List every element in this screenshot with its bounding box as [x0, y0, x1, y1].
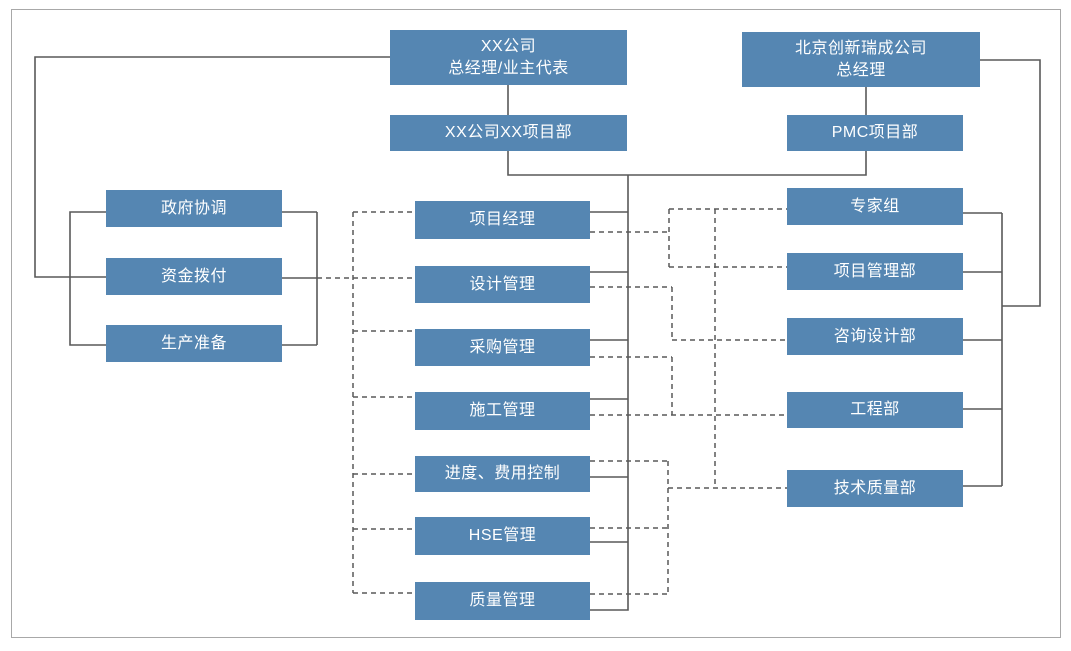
node-pmc-company-gm: 北京创新瑞成公司 总经理: [742, 32, 980, 87]
node-pmc-project-dept: PMC项目部: [787, 115, 963, 151]
node-procurement-mgmt: 采购管理: [415, 329, 590, 366]
node-expert-group: 专家组: [787, 188, 963, 225]
node-schedule-cost-control: 进度、费用控制: [415, 456, 590, 492]
node-gov-coordination: 政府协调: [106, 190, 282, 227]
node-owner-gm: XX公司 总经理/业主代表: [390, 30, 627, 85]
node-hse-mgmt: HSE管理: [415, 517, 590, 555]
node-design-mgmt: 设计管理: [415, 266, 590, 303]
node-project-manager: 项目经理: [415, 201, 590, 239]
node-owner-project-dept: XX公司XX项目部: [390, 115, 627, 151]
node-engineering-dept: 工程部: [787, 392, 963, 428]
node-construction-mgmt: 施工管理: [415, 392, 590, 430]
node-quality-mgmt: 质量管理: [415, 582, 590, 620]
node-fund-allocation: 资金拨付: [106, 258, 282, 295]
node-consult-design-dept: 咨询设计部: [787, 318, 963, 355]
node-tech-quality-dept: 技术质量部: [787, 470, 963, 507]
diagram-border-frame: [11, 9, 1061, 638]
node-production-prep: 生产准备: [106, 325, 282, 362]
node-project-mgmt-dept: 项目管理部: [787, 253, 963, 290]
